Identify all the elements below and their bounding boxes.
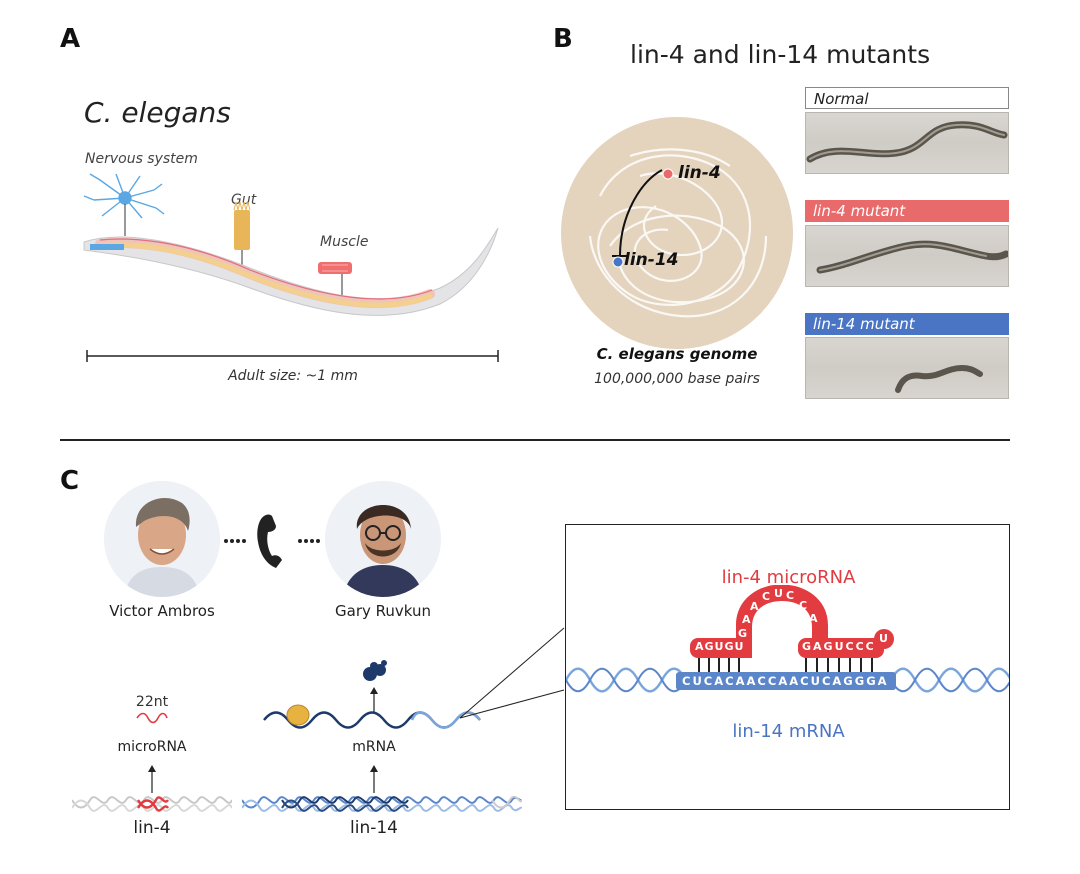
muscle-label: Muscle	[320, 234, 369, 250]
gene-lin4-label: lin-4	[678, 163, 721, 183]
base: A	[750, 600, 759, 613]
base: C	[762, 590, 771, 603]
lin4-mutant-label: lin-4 mutant	[805, 200, 1009, 222]
base: G	[823, 640, 835, 653]
mirna-tail-base: U	[879, 632, 888, 645]
victor-ambros-name: Victor Ambros	[109, 602, 215, 620]
base: U	[774, 587, 783, 600]
microrna-label: microRNA	[117, 739, 187, 755]
base: U	[734, 640, 745, 653]
lin14-dna	[242, 796, 522, 812]
base: A	[809, 612, 818, 625]
gary-ruvkun-name: Gary Ruvkun	[335, 602, 431, 620]
inset-mrna-title: lin-14 mRNA	[732, 721, 845, 742]
genome-circle	[561, 117, 793, 349]
mrna-strand	[263, 704, 481, 729]
lin14-mutant-label: lin-14 mutant	[805, 313, 1009, 335]
base: C	[757, 674, 768, 688]
mirna-mrna-duplex	[566, 585, 1009, 693]
muscle-cell-icon	[318, 262, 352, 298]
panel-a-letter: A	[60, 24, 81, 54]
mirna-left-seq: AGUGU	[695, 640, 744, 653]
mrna-seq: CUCACAACCAACUCAGGGA	[682, 674, 889, 688]
panel-b-title: lin-4 and lin-14 mutants	[630, 40, 931, 69]
adult-size-label: Adult size: ~1 mm	[228, 368, 358, 384]
gene-lin14-label: lin-14	[624, 250, 679, 270]
lin14-gene-label: lin-14	[350, 818, 398, 838]
base: G	[738, 627, 748, 640]
base: C	[786, 589, 795, 602]
base: A	[877, 674, 889, 688]
gut-label: Gut	[231, 192, 257, 208]
base: G	[724, 640, 735, 653]
panel-b-letter: B	[553, 24, 573, 54]
worm-illustration	[83, 173, 499, 316]
base: C	[845, 640, 856, 653]
base: U	[714, 640, 725, 653]
base: C	[799, 599, 808, 612]
phone-icon	[224, 514, 320, 568]
base: A	[695, 640, 705, 653]
normal-label: Normal	[805, 87, 1009, 109]
lin4-mutant-photo	[805, 225, 1009, 287]
normal-worm-photo	[805, 112, 1009, 174]
base: A	[789, 674, 801, 688]
base: C	[821, 674, 833, 688]
section-divider	[60, 439, 1010, 441]
nt-label: 22nt	[135, 694, 169, 710]
arrow-protein	[370, 687, 378, 713]
arrow-lin4	[148, 765, 156, 793]
base: G	[704, 640, 715, 653]
lin14-mutant-label-text: lin-14 mutant	[813, 315, 915, 333]
binding-inset: lin-4 microRNA lin-14 mRNA AGUGU G A A C…	[565, 524, 1010, 810]
zoom-lines	[459, 627, 565, 719]
base: C	[703, 674, 715, 688]
lin4-mutant-label-text: lin-4 mutant	[813, 202, 906, 220]
base: C	[855, 640, 866, 653]
base: C	[767, 674, 779, 688]
base: G	[854, 674, 867, 688]
base: U	[810, 674, 822, 688]
lin4-gene-label: lin-4	[133, 818, 171, 838]
genome-size: 100,000,000 base pairs	[594, 371, 760, 387]
nervous-system-label: Nervous system	[85, 151, 198, 167]
base: A	[746, 674, 758, 688]
gary-ruvkun-portrait	[325, 481, 441, 597]
normal-label-text: Normal	[814, 90, 869, 108]
lin4-dna	[72, 796, 232, 812]
microrna-squiggle	[136, 712, 168, 724]
base: C	[800, 674, 811, 688]
arrow-lin14	[370, 765, 378, 793]
base: G	[802, 640, 814, 653]
base: C	[725, 674, 736, 688]
panel-c-letter: C	[60, 466, 80, 496]
mrna-label: mRNA	[352, 739, 396, 755]
base: A	[832, 674, 844, 688]
base: C	[682, 674, 693, 688]
base: U	[692, 674, 704, 688]
lin14-mutant-photo	[805, 337, 1009, 399]
mirna-loop-seq: G A A C U C C A	[566, 525, 1009, 665]
mirna-right-seq: GAGUCCC	[802, 640, 876, 653]
inset-mirna-title: lin-4 microRNA	[721, 567, 856, 588]
base: G	[843, 674, 855, 688]
panel-a-title: C. elegans	[84, 96, 231, 129]
base: A	[813, 640, 824, 653]
victor-ambros-portrait	[104, 481, 220, 597]
base: A	[714, 674, 726, 688]
base: U	[834, 640, 846, 653]
scale-bar	[86, 350, 499, 362]
base: C	[865, 640, 876, 653]
base: G	[866, 674, 878, 688]
base: A	[778, 674, 790, 688]
base: A	[742, 613, 751, 626]
protein-icon	[363, 660, 387, 681]
genome-title: C. elegans genome	[596, 345, 758, 363]
neuron-icon	[83, 173, 165, 236]
base: A	[735, 674, 747, 688]
